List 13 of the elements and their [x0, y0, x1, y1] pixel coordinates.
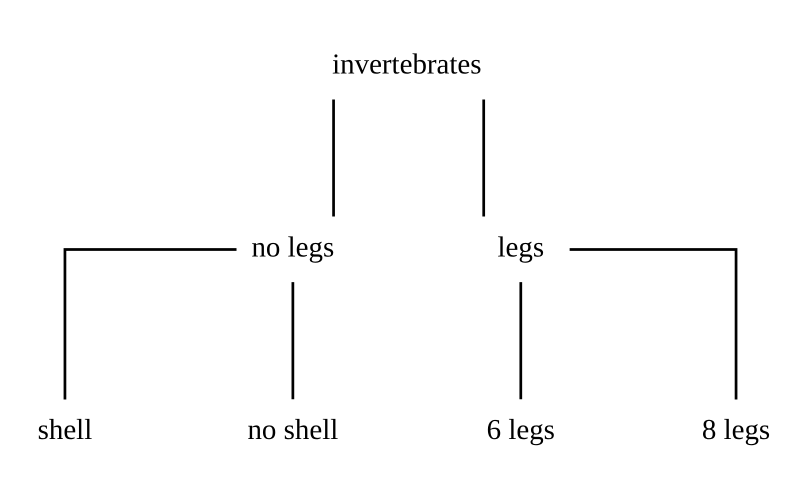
connector	[332, 98, 335, 216]
node-text: 6 legs	[486, 414, 555, 446]
connector	[482, 98, 486, 216]
node-text: legs	[497, 230, 544, 263]
connector	[570, 248, 738, 400]
node-text: 8 legs	[702, 414, 770, 446]
connector	[64, 248, 237, 400]
connector	[519, 282, 522, 399]
node-text: no shell	[247, 414, 338, 446]
node-text: no legs	[251, 230, 334, 263]
connector	[292, 282, 294, 399]
node-text: shell	[38, 414, 92, 446]
node-text: invertebrates	[332, 48, 482, 80]
